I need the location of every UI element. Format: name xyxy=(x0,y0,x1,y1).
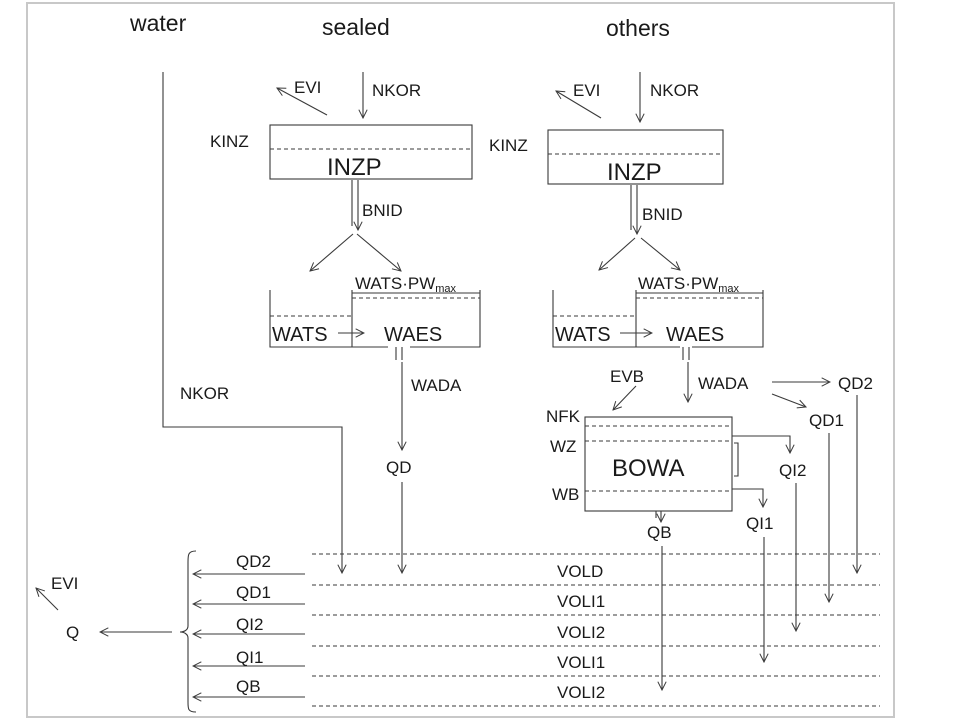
component-label: QB xyxy=(236,677,261,696)
others-evi-label: EVI xyxy=(573,81,600,100)
sealed-split-left-arrow xyxy=(310,233,354,271)
others-qb-label: QB xyxy=(647,523,672,542)
component-label: QI2 xyxy=(236,615,263,634)
others-inzp-label: INZP xyxy=(607,159,662,186)
sealed-wats-container xyxy=(269,290,352,348)
others-inzp-box xyxy=(547,129,724,185)
sealed-wada-label: WADA xyxy=(411,376,462,395)
others-qd2-label: QD2 xyxy=(838,374,873,393)
others-qi2-label: QI2 xyxy=(779,461,806,480)
others-bowa-label: BOWA xyxy=(612,455,684,482)
component-label: QI1 xyxy=(236,648,263,667)
storage-label: VOLI1 xyxy=(557,592,605,611)
others-qi1-arrow xyxy=(732,488,763,507)
storage-label: VOLI2 xyxy=(557,623,605,642)
sealed-wats-pw-label: WATS·PWmax xyxy=(355,274,457,295)
sum-brace xyxy=(179,550,197,713)
others-column: EVI NKOR KINZ INZP BNID WATS·PWmax WATS … xyxy=(489,72,873,690)
water-column: NKOR xyxy=(162,72,342,573)
others-split-right-arrow xyxy=(640,237,680,270)
others-kinz-label: KINZ xyxy=(489,136,528,155)
others-nfk-label: NFK xyxy=(546,407,581,426)
others-evb-label: EVB xyxy=(610,367,644,386)
water-nkor-path xyxy=(162,72,342,573)
others-wats-container xyxy=(552,290,636,348)
sealed-kinz-label: KINZ xyxy=(210,132,249,151)
sealed-column: EVI NKOR KINZ INZP BNID WATS·PWmax WATS … xyxy=(210,72,481,573)
others-wats-pw-label: WATS·PWmax xyxy=(638,274,740,295)
sealed-evi-arrow xyxy=(277,88,328,116)
others-bowa-box xyxy=(584,416,733,512)
diagram-frame xyxy=(26,2,895,718)
column-heading-others: others xyxy=(606,15,670,41)
water-nkor-label: NKOR xyxy=(180,384,229,403)
storage-label: VOLI2 xyxy=(557,683,605,702)
storage-label: VOLI1 xyxy=(557,653,605,672)
sealed-wats-label: WATS xyxy=(272,324,328,346)
others-evi-arrow xyxy=(556,91,602,119)
others-wada-label: WADA xyxy=(698,374,749,393)
storage-cascade: VOLD VOLI1 VOLI2 VOLI1 VOLI2 QD2 QD1 QI2… xyxy=(36,550,880,713)
others-bowa-bracket xyxy=(734,442,739,477)
others-nkor-label: NKOR xyxy=(650,81,699,100)
sealed-bnid-label: BNID xyxy=(362,201,403,220)
others-qi1-label: QI1 xyxy=(746,514,773,533)
sealed-evi-label: EVI xyxy=(294,78,321,97)
total-q-label: Q xyxy=(66,623,79,642)
component-label: QD1 xyxy=(236,583,271,602)
others-wats-label: WATS xyxy=(555,324,611,346)
others-waes-container xyxy=(635,290,764,348)
sealed-inzp-label: INZP xyxy=(327,154,382,181)
others-wb-label: WB xyxy=(552,485,579,504)
component-label: QD2 xyxy=(236,552,271,571)
others-qd1-label: QD1 xyxy=(809,411,844,430)
others-waes-label: WAES xyxy=(666,324,724,346)
others-wz-label: WZ xyxy=(550,437,576,456)
others-qd1-arrow xyxy=(771,393,806,407)
others-bnid-label: BNID xyxy=(642,205,683,224)
others-evb-arrow xyxy=(613,385,637,410)
sealed-qd-label: QD xyxy=(386,458,412,477)
sealed-waes-container xyxy=(351,290,481,348)
sealed-nkor-label: NKOR xyxy=(372,81,421,100)
others-qi2-arrow xyxy=(732,435,790,453)
column-heading-sealed: sealed xyxy=(322,14,390,40)
sealed-split-right-arrow xyxy=(356,233,401,271)
storage-label: VOLD xyxy=(557,562,603,581)
column-heading-water: water xyxy=(129,10,187,36)
outflow-evi-label: EVI xyxy=(51,574,78,593)
outflow-evi-arrow xyxy=(36,588,59,611)
sealed-waes-label: WAES xyxy=(384,324,442,346)
sealed-inzp-box xyxy=(269,124,473,180)
others-split-left-arrow xyxy=(599,237,636,270)
